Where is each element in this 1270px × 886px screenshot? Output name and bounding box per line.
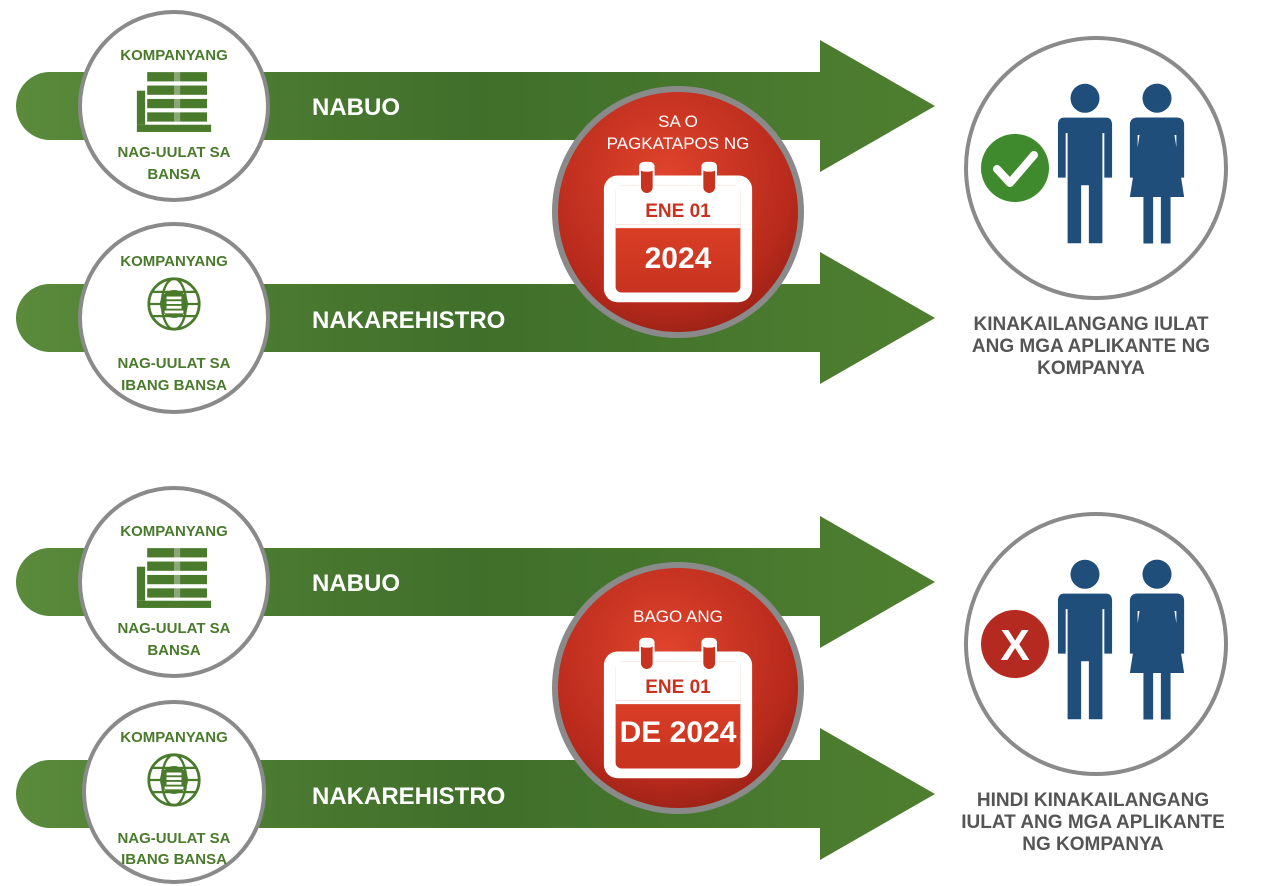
calendar-icon bbox=[603, 161, 753, 303]
date-disc: SA O PAGKATAPOS NG ENE 01 2024 bbox=[552, 86, 804, 338]
x-icon: X bbox=[981, 610, 1049, 678]
date-disc: BAGO ANG ENE 01 DE 2024 bbox=[552, 562, 804, 814]
result-line-2: ANG MGA APLIKANTE NG bbox=[972, 336, 1210, 357]
badge-bottom-label-1: NAG-UULAT SA bbox=[117, 144, 230, 161]
badge-top-label: KOMPANYANG bbox=[120, 523, 228, 540]
calendar-year: 2024 bbox=[645, 242, 712, 275]
arrow-label-nabuo: NABUO bbox=[312, 570, 400, 597]
panel-2: NABUO NAKAREHISTRO KOMPANYANG NAG-UULAT … bbox=[16, 486, 1228, 884]
badge-foreign-company: KOMPANYANG NAG-UULAT SA IBANG BANSA bbox=[82, 700, 266, 884]
result-required: KINAKAILANGANG IULAT ANG MGA APLIKANTE N… bbox=[964, 36, 1228, 379]
badge-foreign-company: KOMPANYANG NAG-UULAT SA IBANG BANSA bbox=[78, 222, 270, 414]
result-line-1: KINAKAILANGANG IULAT bbox=[973, 314, 1208, 335]
badge-bottom-label-1: NAG-UULAT SA bbox=[117, 355, 230, 372]
result-not-required: X HINDI KINAKAILANGANG IULAT ANG MGA APL… bbox=[961, 512, 1228, 855]
badge-bottom-label-2: BANSA bbox=[147, 166, 201, 183]
x-mark: X bbox=[1000, 621, 1029, 670]
badge-domestic-company: KOMPANYANG NAG-UULAT SA BANSA bbox=[78, 10, 270, 202]
badge-top-label: KOMPANYANG bbox=[120, 253, 228, 270]
badge-domestic-company: KOMPANYANG NAG-UULAT SA BANSA bbox=[78, 486, 270, 678]
calendar-month: ENE 01 bbox=[645, 677, 711, 698]
arrow-label-nakarehistro: NAKAREHISTRO bbox=[312, 783, 505, 810]
calendar-year: DE 2024 bbox=[620, 716, 737, 749]
result-line-3: KOMPANYA bbox=[1037, 358, 1145, 379]
check-icon bbox=[981, 134, 1049, 202]
result-line-3: NG KOMPANYA bbox=[1022, 834, 1164, 855]
calendar-icon bbox=[603, 637, 753, 779]
date-line-1: SA O bbox=[658, 112, 698, 131]
date-line-1: BAGO ANG bbox=[633, 607, 723, 626]
badge-top-label: KOMPANYANG bbox=[120, 729, 228, 746]
calendar-month: ENE 01 bbox=[645, 201, 711, 222]
badge-bottom-label-2: BANSA bbox=[147, 642, 201, 659]
result-line-2: IULAT ANG MGA APLIKANTE bbox=[961, 812, 1225, 833]
badge-bottom-label-1: NAG-UULAT SA bbox=[117, 830, 230, 847]
result-line-1: HINDI KINAKAILANGANG bbox=[977, 790, 1209, 811]
panel-1: NABUO NAKAREHISTRO KOMPANYANG NAG-UULAT … bbox=[16, 10, 1228, 414]
arrow-label-nabuo: NABUO bbox=[312, 94, 400, 121]
badge-bottom-label-2: IBANG BANSA bbox=[121, 851, 227, 868]
badge-top-label: KOMPANYANG bbox=[120, 47, 228, 64]
arrow-label-nakarehistro: NAKAREHISTRO bbox=[312, 307, 505, 334]
badge-bottom-label-1: NAG-UULAT SA bbox=[117, 620, 230, 637]
date-line-2: PAGKATAPOS NG bbox=[607, 134, 750, 153]
badge-bottom-label-2: IBANG BANSA bbox=[121, 377, 227, 394]
